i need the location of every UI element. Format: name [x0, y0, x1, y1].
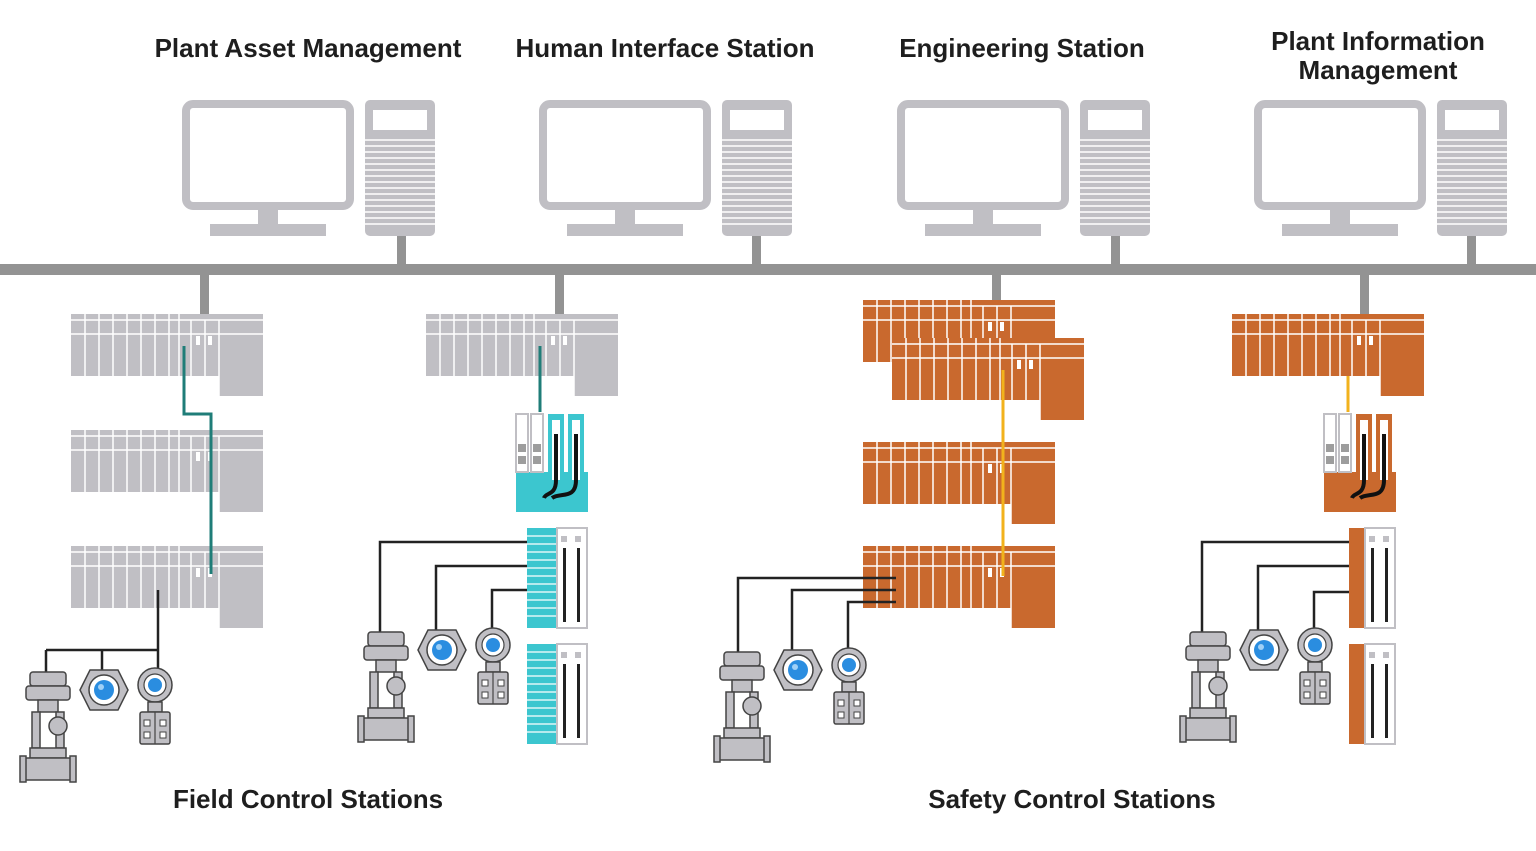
label-plant-information-line1: Plant Information [1271, 26, 1485, 56]
computer-connectors [397, 236, 1476, 266]
control-network-bus [0, 264, 1536, 275]
human-interface-station-computer [543, 100, 792, 236]
field-control-station-1 [19, 313, 264, 783]
station-connectors [200, 275, 1369, 315]
plant-information-management-computer [1258, 100, 1507, 236]
field-control-station-2 [357, 313, 619, 745]
label-field-control-stations: Field Control Stations [172, 784, 444, 814]
label-plant-information-line2: Management [1298, 55, 1458, 85]
safety-control-station-2 [1179, 313, 1425, 745]
engineering-station-computer [901, 100, 1150, 236]
safety-control-station-1 [713, 299, 1085, 763]
label-human-interface-station: Human Interface Station [515, 33, 815, 63]
label-engineering-station: Engineering Station [899, 33, 1145, 63]
label-plant-asset-management: Plant Asset Management [154, 33, 462, 63]
plant-asset-management-computer [186, 100, 435, 236]
label-safety-control-stations: Safety Control Stations [928, 784, 1216, 814]
